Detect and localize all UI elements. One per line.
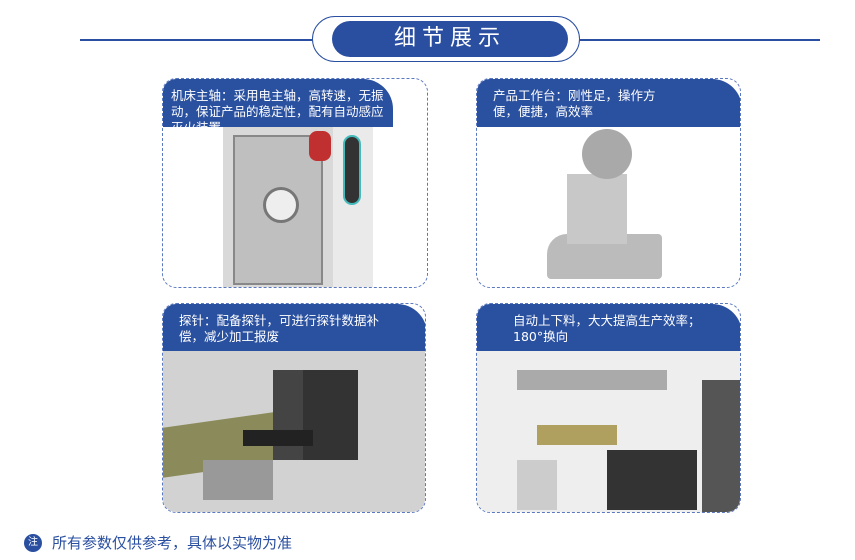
card-caption: 产品工作台：刚性足，操作方便，便捷，高效率	[477, 79, 740, 127]
card-caption: 机床主轴：采用电主轴，高转速，无振动，保证产品的稳定性，配有自动感应灭火装置	[163, 79, 393, 135]
title-line-right	[580, 39, 820, 41]
note-icon: 注	[24, 534, 42, 552]
logo-djtol	[343, 135, 361, 205]
card-caption: 自动上下料，大大提高生产效率；180°换向	[477, 304, 740, 351]
section-title: 细节展示	[332, 21, 568, 57]
card-caption: 探针：配备探针，可进行探针数据补偿，减少加工报废	[163, 304, 425, 351]
footer-note: 所有参数仅供参考，具体以实物为准	[52, 534, 293, 552]
title-line-left	[80, 39, 312, 41]
autoload-image	[477, 350, 740, 512]
card-autoload: 自动上下料，大大提高生产效率；180°换向	[476, 303, 741, 513]
card-spindle: 机床主轴：采用电主轴，高转速，无振动，保证产品的稳定性，配有自动感应灭火装置	[162, 78, 428, 288]
probe-image	[163, 350, 425, 512]
title-outline	[312, 16, 580, 62]
card-worktable: 产品工作台：刚性足，操作方便，便捷，高效率	[476, 78, 741, 288]
worktable-image	[537, 124, 667, 284]
card-probe: 探针：配备探针，可进行探针数据补偿，减少加工报废	[162, 303, 426, 513]
spindle-image	[223, 127, 373, 287]
